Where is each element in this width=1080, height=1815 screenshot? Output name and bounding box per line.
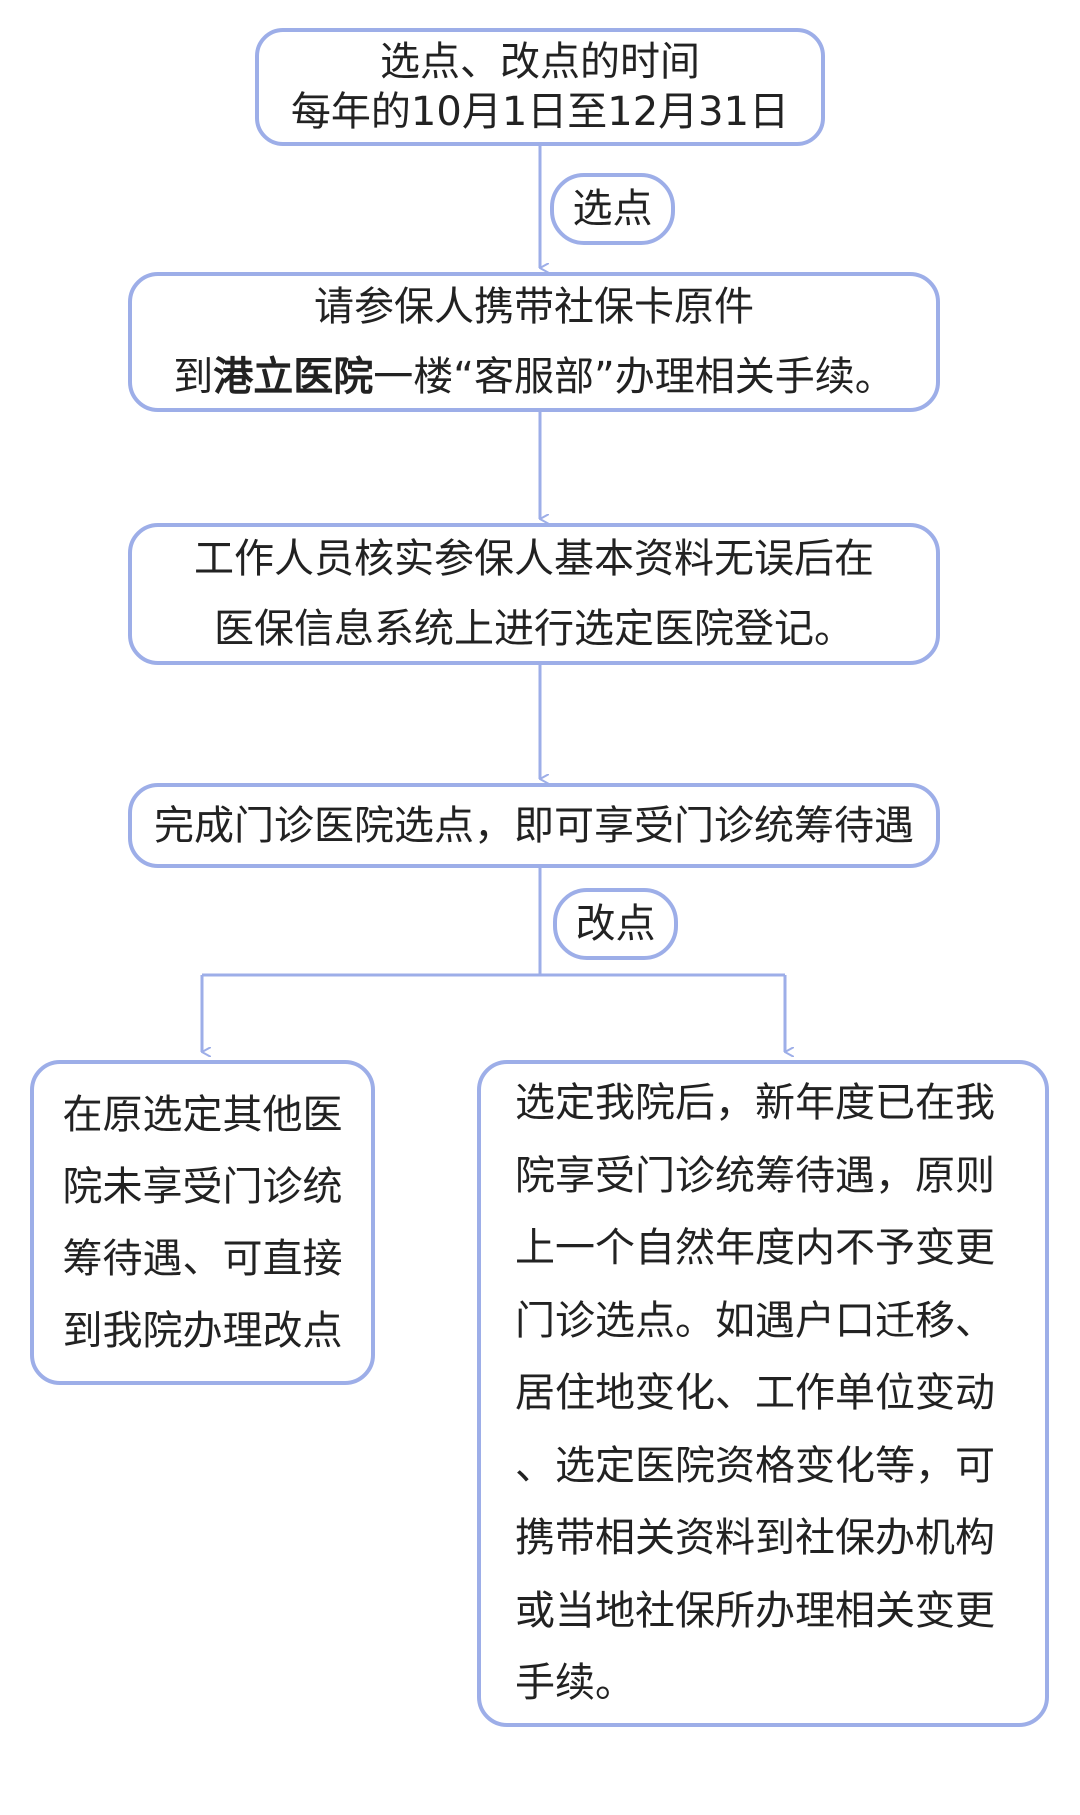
right-box-line: 院享受门诊统筹待遇，原则 <box>515 1152 995 1199</box>
left-branch-box: 在原选定其他医 院未享受门诊统 筹待遇、可直接 到我院办理改点 <box>30 1060 375 1385</box>
right-box-line: 、选定医院资格变化等，可 <box>515 1442 995 1489</box>
time-box-line-1: 选点、改点的时间 <box>380 39 700 85</box>
right-box-line: 居住地变化、工作单位变动 <box>515 1370 995 1417</box>
bring-box-prefix: 到 <box>173 354 214 400</box>
left-box-line: 在原选定其他医 <box>62 1091 343 1138</box>
right-box-line: 或当地社保所办理相关变更 <box>515 1587 995 1634</box>
done-box-text: 完成门诊医院选点，即可享受门诊统筹待遇 <box>154 802 914 849</box>
bring-card-box: 请参保人携带社保卡原件 到港立医院一楼“客服部”办理相关手续。 <box>128 272 940 412</box>
left-box-line: 筹待遇、可直接 <box>62 1235 343 1282</box>
left-box-line: 到我院办理改点 <box>62 1307 343 1354</box>
done-box: 完成门诊医院选点，即可享受门诊统筹待遇 <box>128 783 940 868</box>
right-box-line: 门诊选点。如遇户口迁移、 <box>515 1297 995 1344</box>
bring-box-suffix: 一楼“客服部”办理相关手续。 <box>373 354 895 400</box>
select-label-pill: 选点 <box>550 173 675 245</box>
time-box-line-2: 每年的10月1日至12月31日 <box>290 89 790 135</box>
verify-box-line-1: 工作人员核实参保人基本资料无误后在 <box>194 536 874 582</box>
time-box: 选点、改点的时间 每年的10月1日至12月31日 <box>255 28 825 146</box>
right-box-line: 手续。 <box>515 1660 635 1707</box>
verify-box: 工作人员核实参保人基本资料无误后在 医保信息系统上进行选定医院登记。 <box>128 523 940 665</box>
hospital-name: 港立医院 <box>213 354 374 400</box>
right-box-line: 上一个自然年度内不予变更 <box>515 1225 995 1272</box>
right-branch-box: 选定我院后，新年度已在我 院享受门诊统筹待遇，原则 上一个自然年度内不予变更 门… <box>477 1060 1049 1727</box>
verify-box-line-2: 医保信息系统上进行选定医院登记。 <box>214 606 854 652</box>
bring-box-line-1: 请参保人携带社保卡原件 <box>314 284 754 330</box>
bring-box-line-2: 到港立医院一楼“客服部”办理相关手续。 <box>173 342 894 412</box>
right-box-line: 携带相关资料到社保办机构 <box>515 1515 995 1562</box>
change-label-pill: 改点 <box>553 888 678 960</box>
left-box-line: 院未享受门诊统 <box>62 1163 343 1210</box>
right-box-line: 选定我院后，新年度已在我 <box>515 1080 995 1127</box>
